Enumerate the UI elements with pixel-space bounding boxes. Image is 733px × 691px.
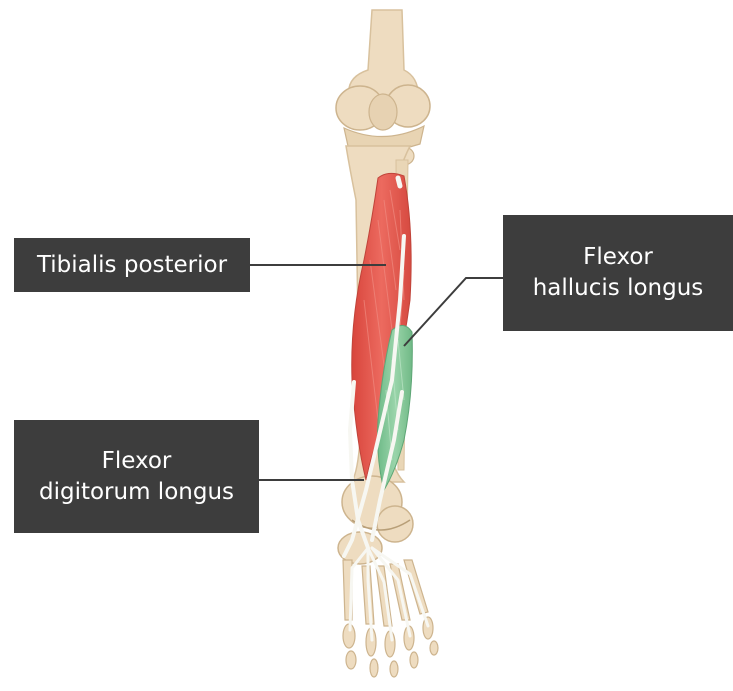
label-flexor-digitorum-longus-line1: Flexor [102,446,172,477]
label-tibialis-posterior: Tibialis posterior [14,238,250,292]
leader-line-flexor-hallucis-longus [404,278,503,346]
label-flexor-digitorum-longus-line2: digitorum longus [39,477,234,508]
label-flexor-hallucis-longus-line1: Flexor [583,242,653,273]
label-flexor-digitorum-longus: Flexor digitorum longus [14,420,259,533]
label-flexor-hallucis-longus: Flexor hallucis longus [503,215,733,331]
label-tibialis-posterior-text: Tibialis posterior [37,250,227,281]
label-flexor-hallucis-longus-line2: hallucis longus [533,273,704,304]
